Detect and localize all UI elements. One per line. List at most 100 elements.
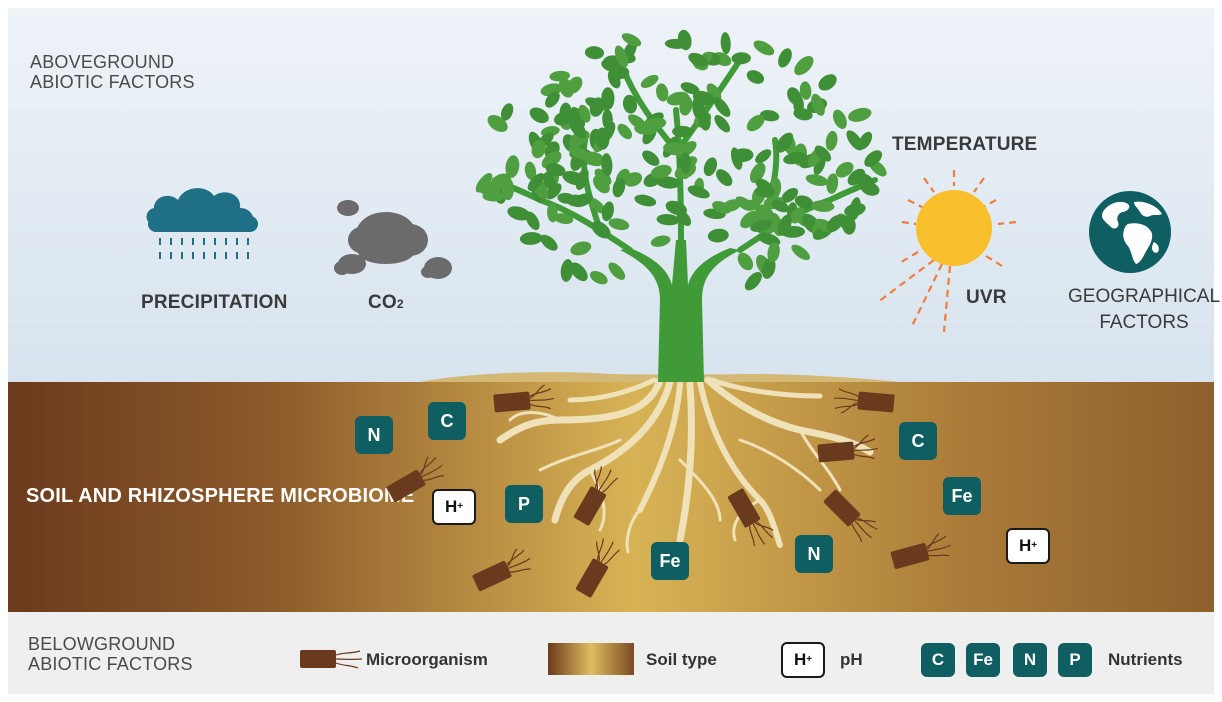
leaf [759,110,780,122]
leaf [814,145,832,162]
leaf [622,94,638,114]
leaf [775,132,794,153]
leaf [553,213,574,224]
leaf [507,206,530,221]
leaf [692,95,705,120]
belowground-line2: ABIOTIC FACTORS [28,654,193,674]
nutrient-chip-fe: Fe [943,477,981,515]
sun-icon [877,170,1017,332]
leaf [482,191,505,202]
leaf [601,201,614,222]
leaf [781,187,799,203]
leaf [475,173,493,193]
leaf [545,163,566,177]
geographical-label: GEOGRAPHICAL FACTORS [1068,284,1220,336]
temperature-label: TEMPERATURE [892,134,1038,155]
leaf [835,161,854,178]
leaf [634,121,659,135]
leaf [787,87,802,105]
h-symbol: H [1018,536,1032,555]
leaf [500,103,514,121]
leaf [505,155,520,178]
leaf [656,176,681,189]
leaf [545,91,560,108]
leaf [527,173,545,191]
leaf [572,193,593,208]
microorganism-icon [816,433,880,465]
leaf [585,97,607,111]
leaf [583,151,605,167]
leaf [525,211,540,231]
microorganism-icon [568,462,621,528]
leaf [617,123,633,140]
leaf [545,183,562,200]
precipitation-label: PRECIPITATION [141,292,288,313]
soil-rhizosphere-title: SOIL AND RHIZOSPHERE MICROBIOME [26,485,415,507]
soil-band [8,382,1214,612]
leaf [621,33,642,47]
leaf [688,52,709,67]
leaf [501,176,514,201]
leaf [826,215,844,232]
leaf [601,153,613,177]
leaf [614,45,629,68]
legend-microorganism-label: Microorganism [366,650,488,669]
leaf [716,169,733,187]
leaf [731,52,751,65]
leaf [656,214,680,226]
leaf [584,46,605,60]
leaf [487,114,508,133]
legend-ph-marker: H+ [781,642,825,678]
leaf [794,56,814,76]
ph-marker: H+ [432,489,476,525]
legend-chip-fe: Fe [966,643,1000,677]
leaf [547,203,558,223]
microorganism-icon [832,387,896,419]
legend-chip-n: N [1013,643,1047,677]
leaf [569,118,587,139]
leaf [680,152,691,174]
leaf [680,82,700,95]
leaf [640,74,659,88]
leaf [826,173,839,194]
leaf [706,83,722,102]
leaf [794,195,814,209]
leaf [634,194,657,207]
leaf [529,107,549,124]
leaf [750,219,773,232]
aboveground-line2: ABIOTIC FACTORS [30,72,195,92]
leaf [666,91,690,106]
leaf [612,178,626,198]
leaf [852,172,875,188]
leaf [587,197,606,214]
leaf [663,142,686,156]
leaf [608,262,626,280]
leaf [664,38,687,49]
nutrient-chip-n: N [355,416,393,454]
nutrient-chip-p: P [505,485,543,523]
leaf [746,114,765,132]
co2-cloud-icon [334,200,452,279]
leaf [712,201,732,214]
h-charge: + [1031,539,1038,551]
leaf [707,228,729,243]
leaf [848,107,872,122]
tree-roots [496,376,874,554]
aboveground-header: ABOVEGROUND ABIOTIC FACTORS [30,52,195,92]
leaf [746,70,765,84]
leaf [602,121,616,142]
leaf [741,199,760,211]
leaf [818,74,837,91]
legend-chip-p: P [1058,643,1092,677]
co2-text: CO [368,292,397,313]
leaf [799,81,812,100]
legend-soil-type-label: Soil type [646,650,717,669]
microorganism-icon [492,383,556,415]
leaf [540,234,558,251]
aboveground-line1: ABOVEGROUND [30,52,175,72]
leaf [672,125,693,138]
leaf [755,178,773,193]
leaf [650,235,671,247]
